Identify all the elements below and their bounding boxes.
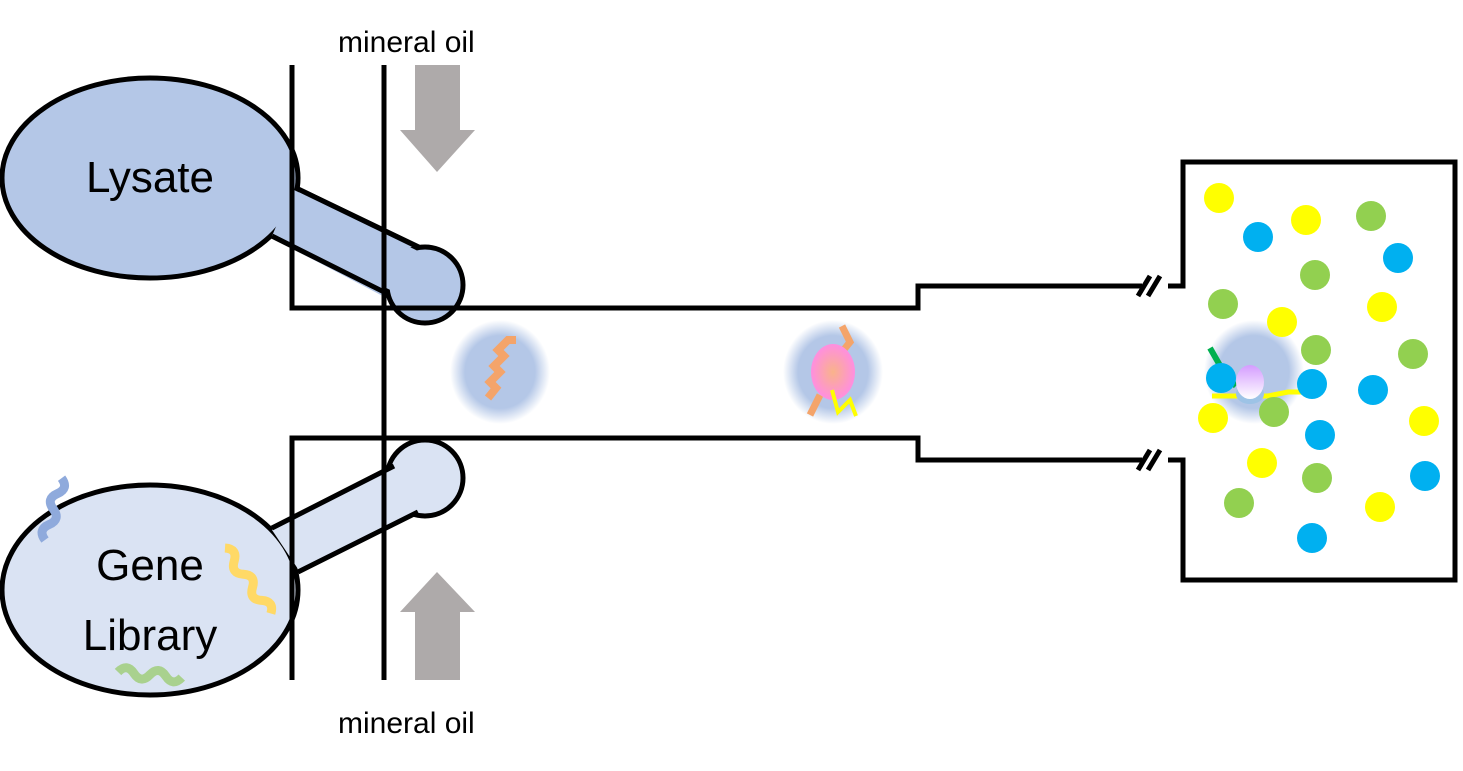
dot-yellow (1204, 183, 1234, 213)
dot-yellow (1198, 403, 1228, 433)
dot-green (1398, 339, 1428, 369)
dot-yellow (1291, 205, 1321, 235)
mrna-strand-icon (830, 389, 858, 417)
dot-yellow (1267, 307, 1297, 337)
gene-label-line1: Gene (96, 541, 204, 590)
collection-dots (1198, 183, 1440, 553)
dot-blue (1305, 420, 1335, 450)
dot-green (1208, 289, 1238, 319)
oil-down-arrow-icon (400, 65, 475, 172)
dot-green (1301, 335, 1331, 365)
dot-blue (1206, 363, 1236, 393)
gene-helix-green-icon (114, 663, 186, 687)
gene-label-line2: Library (83, 611, 218, 660)
dot-green (1259, 397, 1289, 427)
protein-helix-icon (484, 336, 516, 401)
lysate-label: Lysate (86, 153, 214, 202)
oil-up-arrow-icon (400, 572, 475, 680)
dot-yellow (1409, 406, 1439, 436)
oil-bottom-label: mineral oil (338, 707, 475, 740)
complex-icon (1236, 365, 1264, 399)
oil-top-label: mineral oil (338, 26, 475, 59)
dot-blue (1410, 461, 1440, 491)
droplet-2 (783, 320, 883, 424)
dot-yellow (1247, 448, 1277, 478)
ribosome-icon (811, 344, 855, 400)
dot-blue (1297, 523, 1327, 553)
dot-green (1356, 201, 1386, 231)
yellow-strand-icon (1212, 389, 1302, 399)
dot-blue (1297, 369, 1327, 399)
dot-blue (1243, 222, 1273, 252)
dot-yellow (1365, 492, 1395, 522)
gene-helix-blue-icon (37, 475, 70, 543)
dot-blue (1358, 375, 1388, 405)
channel-walls (289, 65, 1458, 680)
dot-green (1300, 260, 1330, 290)
dot-yellow (1367, 292, 1397, 322)
dot-green (1302, 463, 1332, 493)
gene-library-reservoir (0, 437, 466, 698)
droplet-1 (450, 320, 550, 424)
dot-green (1224, 488, 1254, 518)
dot-blue (1383, 243, 1413, 273)
gene-helix-yellow-icon (224, 543, 277, 615)
